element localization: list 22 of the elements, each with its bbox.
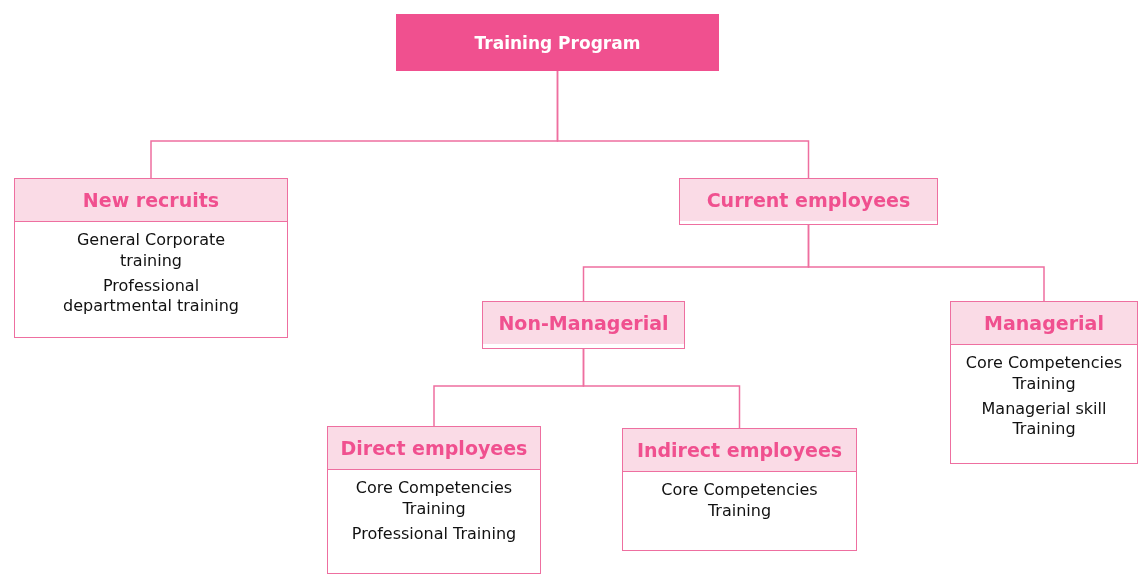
node-heading: Direct employees — [328, 427, 540, 469]
node-heading: Non-Managerial — [483, 302, 684, 344]
category-box — [14, 178, 288, 338]
node-heading: Training Program — [473, 31, 642, 55]
training-item: Professional departmental training — [62, 275, 240, 318]
training-item: Professional Training — [351, 523, 517, 545]
training-item: General Corporate training — [75, 230, 227, 272]
node-heading: Indirect employees — [623, 429, 856, 471]
training-item: Managerial skill Training — [980, 398, 1108, 441]
node-heading: New recruits — [15, 179, 287, 221]
training-item: Core Competencies Training — [660, 480, 819, 522]
training-item: Core Competencies Training — [354, 478, 514, 520]
node-heading: Managerial — [951, 302, 1137, 344]
node-heading: Current employees — [680, 179, 937, 221]
training-item: Core Competencies Training — [964, 353, 1124, 395]
category-box — [327, 426, 541, 574]
title-box — [396, 14, 719, 71]
connector-line — [556, 70, 810, 179]
category-box — [622, 428, 857, 551]
connector-line — [807, 224, 1045, 302]
connector-line — [582, 348, 741, 429]
category-box — [950, 301, 1138, 464]
